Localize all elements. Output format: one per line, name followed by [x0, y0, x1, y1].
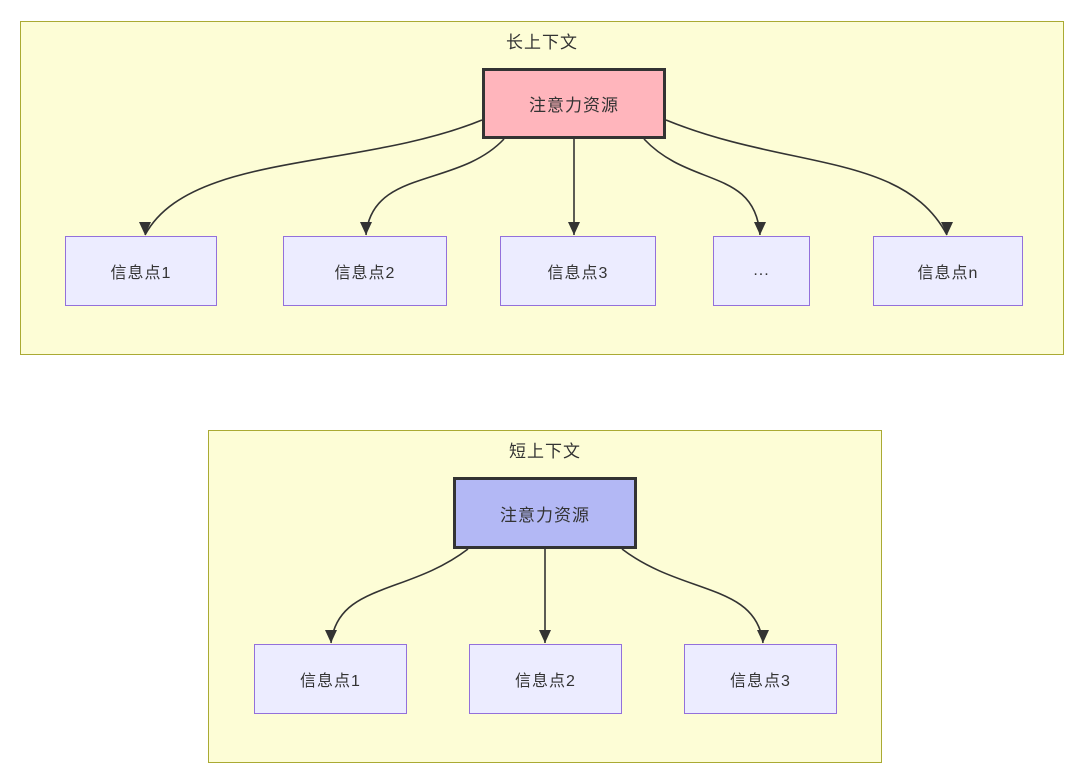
panel-long-context-title: 长上下文: [506, 33, 578, 52]
node-info-point-3-short: 信息点3: [684, 644, 837, 714]
node-info-point-ellipsis-long: ...: [713, 236, 810, 306]
node-info-point-2-short: 信息点2: [469, 644, 622, 714]
node-attention-resource-short: 注意力资源: [453, 477, 637, 549]
node-attention-resource-long: 注意力资源: [482, 68, 666, 139]
node-info-point-1-short: 信息点1: [254, 644, 407, 714]
node-info-point-2-long: 信息点2: [283, 236, 447, 306]
node-info-point-1-long: 信息点1: [65, 236, 217, 306]
panel-short-context-title: 短上下文: [509, 442, 581, 461]
node-info-point-3-long: 信息点3: [500, 236, 656, 306]
node-info-point-n-long: 信息点n: [873, 236, 1023, 306]
